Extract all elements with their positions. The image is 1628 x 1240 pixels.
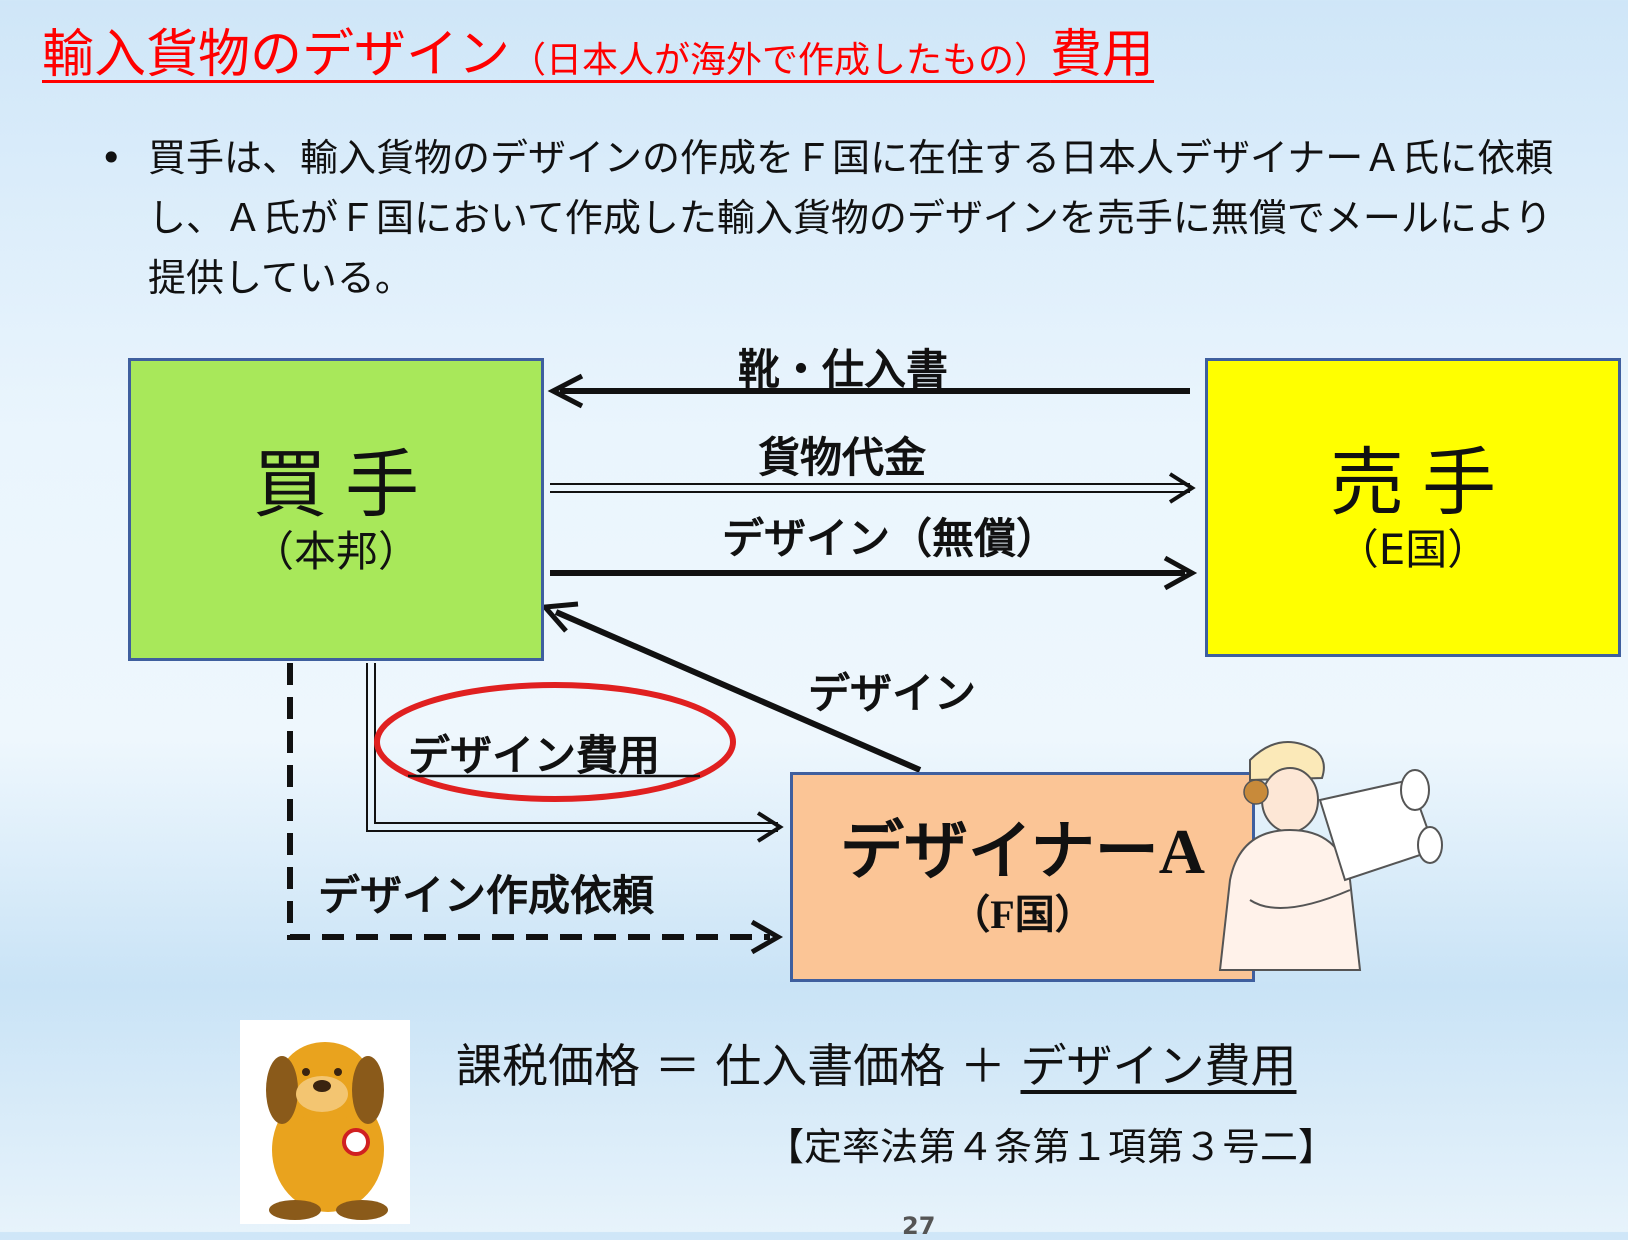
arrow-design-free [550, 555, 1198, 591]
arrow-design-fee [366, 663, 784, 843]
formula-plus: ＋ [959, 1039, 1006, 1093]
label-payment: 貨物代金 [758, 433, 927, 482]
title-tail: 費用 [1050, 25, 1155, 85]
page-number: 27 [902, 1212, 936, 1240]
label-design-free: デザイン（無償） [722, 514, 1059, 563]
seller-location: （E国） [1336, 524, 1490, 574]
label-design: デザイン [808, 669, 977, 718]
case-description-text: 買手は、輸入貨物のデザインの作成をＦ国に在住する日本人デザイナーＡ氏に依頼し、Ａ… [148, 136, 1554, 300]
case-description: • 買手は、輸入貨物のデザインの作成をＦ国に在住する日本人デザイナーＡ氏に依頼し… [100, 128, 1600, 308]
buyer-name: 買手 [253, 441, 437, 528]
dutiable-value-formula: 課税価格 ＝ 仕入書価格 ＋ デザイン費用 [456, 1030, 1297, 1096]
formula-equals: ＝ [654, 1039, 701, 1093]
title-paren: （日本人が海外で作成したもの） [510, 40, 1051, 81]
slide-title: 輸入貨物のデザイン（日本人が海外で作成したもの）費用 [42, 12, 1154, 87]
arrow-goods-invoice [547, 373, 1190, 409]
law-reference: 【定率法第４条第１項第３号二】 [766, 1125, 1337, 1169]
designer-illustration [1218, 741, 1443, 971]
label-design-fee: デザイン費用 [408, 731, 661, 780]
formula-term-design-fee: デザイン費用 [1020, 1039, 1297, 1093]
designer-box: デザイナーA （F国） [790, 772, 1255, 982]
design-fee-highlight [374, 682, 736, 802]
title-main: 輸入貨物のデザイン [42, 25, 511, 85]
formula-term-invoice: 仕入書価格 [715, 1039, 946, 1093]
arrow-payment [550, 472, 1196, 504]
seller-name: 売手 [1330, 439, 1514, 526]
bullet-marker: • [100, 136, 123, 180]
formula-lhs: 課税価格 [456, 1039, 640, 1093]
designer-name: デザイナーA [840, 816, 1205, 887]
buyer-location: （本邦） [251, 526, 420, 576]
label-goods-invoice: 靴・仕入書 [738, 345, 949, 394]
designer-location: （F国） [950, 892, 1095, 937]
label-design-request: デザイン作成依頼 [318, 871, 655, 920]
buyer-box: 買手 （本邦） [128, 358, 544, 661]
arrow-design [539, 601, 922, 773]
arrow-design-request [287, 663, 784, 955]
mascot-image [240, 1020, 410, 1224]
seller-box: 売手 （E国） [1205, 358, 1621, 657]
